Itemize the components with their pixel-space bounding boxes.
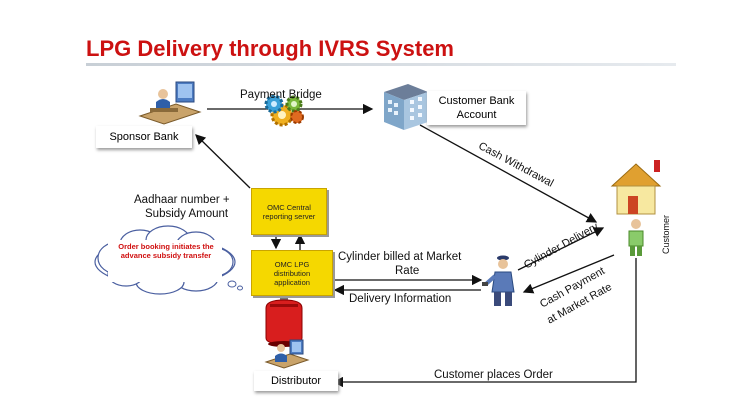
lpg-cylinder-icon — [265, 296, 303, 347]
arrow-cylinder-delivery — [517, 227, 605, 271]
sponsor-bank-text: Sponsor Bank — [109, 131, 179, 143]
cloud-tail-bubble — [237, 285, 243, 291]
omc-lpg-box: OMC LPG distribution application — [251, 250, 333, 296]
sponsor-bank-icon — [138, 81, 202, 125]
omc-central-box: OMC Central reporting server — [251, 188, 327, 235]
arrow-cash-payment — [522, 254, 615, 294]
omc-central-text: OMC Central reporting server — [262, 202, 316, 221]
customer-bank-building-icon — [384, 84, 428, 130]
customer-person-icon — [628, 219, 644, 256]
gears-icon — [264, 94, 304, 127]
arrow-aadhaar-subsidy — [195, 134, 251, 189]
omc-lpg-text: OMC LPG distribution application — [273, 259, 311, 287]
customer-places-order-label: Customer places Order — [434, 369, 553, 381]
arrow-cash-withdrawal — [419, 124, 598, 223]
customer-bank-line1: Customer Bank — [438, 95, 515, 107]
delivery-info-label: Delivery Information — [349, 293, 452, 305]
customer-bank-line2: Account — [456, 109, 497, 121]
distributor-text: Distributor — [270, 375, 322, 387]
billed-label-line1: Cylinder billed at Market — [338, 251, 462, 263]
billed-label-line2: Rate — [395, 265, 420, 277]
distributor-icon — [264, 339, 310, 369]
aadhaar-label-line1: Aadhaar number + — [134, 194, 230, 206]
sponsor-bank-label: Sponsor Bank — [96, 126, 192, 148]
house-icon — [610, 160, 662, 215]
customer-bank-label: Customer Bank Account — [427, 91, 526, 125]
cloud-text: Order booking initiates the advance subs… — [118, 242, 214, 260]
aadhaar-label-line2: Subsidy Amount — [145, 208, 229, 220]
cloud-tail-bubble — [227, 280, 237, 288]
arrow-customer-places-order — [332, 258, 637, 388]
customer-label: Customer — [661, 214, 671, 254]
distributor-label: Distributor — [254, 371, 338, 391]
title-rule — [86, 63, 676, 66]
page-title: LPG Delivery through IVRS System — [86, 36, 454, 61]
delivery-man-icon — [482, 255, 515, 306]
payment-bridge-label: Payment Bridge — [240, 89, 322, 101]
